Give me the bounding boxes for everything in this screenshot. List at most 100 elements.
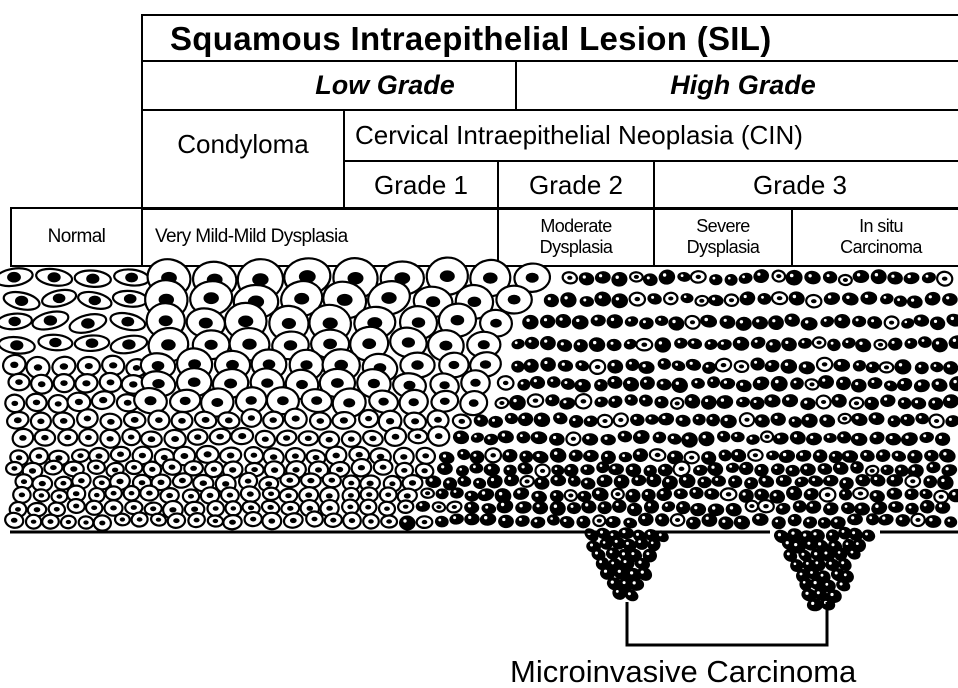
cell-nucleus (285, 493, 291, 498)
cell-nucleus (934, 419, 939, 423)
cell-highlight (873, 435, 876, 438)
epithelial-cell (888, 501, 903, 513)
cell-highlight (553, 493, 556, 496)
cell-highlight (710, 417, 713, 420)
cell-highlight (815, 561, 818, 564)
epithelial-cell (924, 450, 938, 461)
cell-highlight (488, 466, 491, 469)
epithelial-cell (755, 464, 768, 476)
cell-highlight (502, 433, 505, 436)
microinvasion-bracket (627, 602, 827, 645)
cell-highlight (459, 468, 462, 471)
epithelial-cell (930, 361, 944, 373)
cell-nucleus (451, 315, 465, 325)
cell-nucleus (317, 418, 325, 424)
cell-highlight (596, 491, 600, 495)
epithelial-cell (654, 512, 670, 527)
epithelial-cell (731, 432, 744, 442)
cell-highlight (584, 467, 587, 470)
epithelial-cell (588, 336, 606, 353)
cell-nucleus (96, 453, 103, 458)
epithelial-cell (601, 434, 616, 445)
cell-nucleus (843, 278, 848, 282)
cell-highlight (891, 418, 894, 421)
epithelial-cell (841, 292, 859, 307)
cell-highlight (869, 364, 872, 367)
epithelial-cell (721, 415, 737, 428)
epithelial-cell (638, 513, 653, 526)
epithelial-cell (502, 448, 518, 463)
cell-nucleus (150, 506, 156, 511)
cell-highlight (644, 380, 647, 383)
cell-highlight (598, 382, 601, 385)
cell-highlight (523, 454, 526, 457)
cell-highlight (841, 434, 844, 437)
cell-highlight (775, 466, 778, 469)
cell-highlight (806, 417, 809, 420)
cell-highlight (622, 552, 625, 555)
epithelial-cell (895, 360, 911, 374)
cell-highlight (701, 479, 704, 482)
cell-highlight (571, 478, 574, 481)
cell-nucleus (290, 518, 297, 523)
epithelial-cell (646, 415, 659, 425)
epithelial-cell (887, 271, 903, 285)
cell-highlight (660, 381, 663, 384)
cell-nucleus (380, 465, 387, 470)
epithelial-cell (515, 501, 532, 515)
cell-nucleus (211, 398, 223, 407)
epithelial-cell (449, 513, 464, 525)
cell-highlight (840, 380, 843, 383)
cell-nucleus (282, 318, 296, 329)
cell-nucleus (421, 468, 427, 473)
cell-highlight (941, 479, 944, 482)
cell-highlight (535, 494, 538, 497)
epithelial-cell (888, 416, 900, 427)
epithelial-cell (627, 503, 641, 516)
cell-highlight (711, 379, 714, 382)
cell-highlight (780, 478, 783, 481)
epithelial-cell (781, 359, 797, 373)
cell-highlight (419, 503, 422, 506)
epithelial-cell (801, 317, 817, 330)
cell-highlight (856, 363, 859, 366)
cell-nucleus (385, 493, 391, 498)
cell-nucleus (809, 382, 814, 386)
cell-highlight (492, 419, 495, 422)
epithelial-cell (717, 339, 732, 351)
cell-nucleus (268, 518, 275, 523)
cell-highlight (936, 382, 939, 385)
cell-highlight (706, 365, 709, 368)
cell-highlight (730, 506, 733, 509)
cell-nucleus (366, 492, 372, 497)
epithelial-cell (690, 503, 706, 516)
cell-highlight (535, 434, 538, 437)
cell-nucleus (365, 505, 371, 510)
cell-highlight (884, 296, 887, 299)
cell-highlight (611, 342, 614, 345)
epithelial-cell (865, 361, 879, 373)
cell-highlight (787, 552, 790, 555)
cell-highlight (922, 339, 925, 342)
epithelial-cell (800, 463, 816, 476)
epithelial-cell (633, 448, 648, 462)
cell-nucleus (277, 396, 289, 405)
cell-highlight (680, 504, 683, 507)
cell-highlight (892, 504, 895, 507)
epithelial-cell (425, 475, 441, 488)
epithelial-cell (612, 500, 626, 513)
cell-highlight (821, 520, 824, 523)
cell-highlight (635, 477, 638, 480)
cell-highlight (501, 503, 504, 506)
epithelial-cell (626, 359, 640, 371)
cell-nucleus (199, 318, 213, 329)
cell-highlight (742, 275, 745, 278)
cell-highlight (824, 552, 827, 555)
cell-highlight (953, 380, 956, 383)
cell-highlight (642, 516, 645, 519)
cell-highlight (936, 341, 939, 344)
epithelial-cell (771, 376, 787, 391)
cell-nucleus (858, 492, 863, 496)
cell-nucleus (459, 419, 466, 424)
